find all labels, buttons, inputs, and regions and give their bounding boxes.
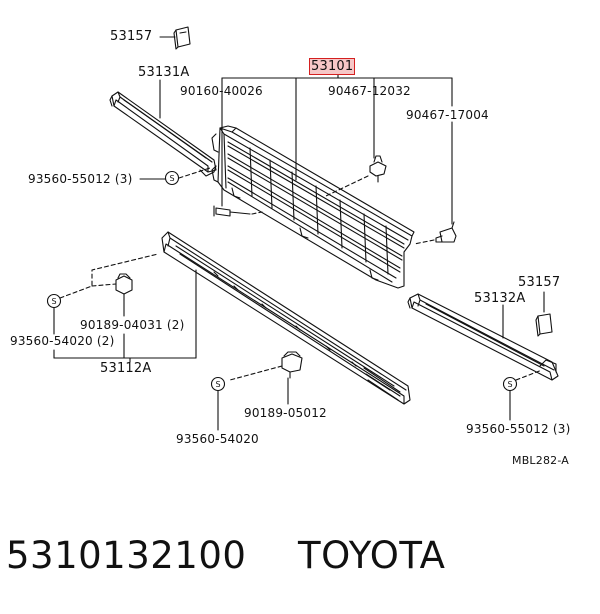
label-93560-54020-bottom: 93560-54020 <box>176 432 259 446</box>
bolt-90160-40026 <box>213 205 251 217</box>
clip-symbol-s: S <box>507 380 512 389</box>
footer-brand: TOYOTA <box>298 534 446 577</box>
label-90467-17004: 90467-17004 <box>406 108 489 122</box>
label-53112a: 53112A <box>100 361 152 376</box>
highlighted-part-number: 53101 <box>308 58 356 75</box>
clip-symbol-s: S <box>169 174 174 183</box>
label-90189-04031: 90189-04031 (2) <box>80 318 185 332</box>
label-93560-55012-left: 93560-55012 (3) <box>28 172 133 186</box>
radiator-grille-53101 <box>211 125 415 289</box>
diagram-reference-code: MBL282-A <box>512 454 570 467</box>
moulding-53131a <box>109 91 217 177</box>
label-53101: 53101 <box>308 58 356 75</box>
label-90160-40026: 90160-40026 <box>180 84 263 98</box>
clip-53157-right <box>535 313 553 337</box>
label-53131a: 53131A <box>138 65 190 80</box>
clip-90189-05012 <box>281 351 303 379</box>
moulding-53132a <box>407 293 559 381</box>
footer-part-number: 5310132100 <box>6 534 247 577</box>
clip-symbol-s: S <box>51 297 56 306</box>
clip-symbol-s: S <box>215 380 220 389</box>
clip-90467-17004 <box>435 221 457 243</box>
lower-moulding-53112a <box>161 231 411 405</box>
label-93560-54020-left: 93560-54020 (2) <box>10 334 115 348</box>
label-90189-05012: 90189-05012 <box>244 406 327 420</box>
label-93560-55012-right: 93560-55012 (3) <box>466 422 571 436</box>
clip-90467-12032 <box>369 155 387 183</box>
label-90467-12032: 90467-12032 <box>328 84 411 98</box>
label-53157-top: 53157 <box>110 29 153 44</box>
clip-90189-04031 <box>115 273 133 301</box>
label-53157-right: 53157 <box>518 275 561 290</box>
label-53132a: 53132A <box>474 291 526 306</box>
clip-53157-top <box>173 26 191 50</box>
